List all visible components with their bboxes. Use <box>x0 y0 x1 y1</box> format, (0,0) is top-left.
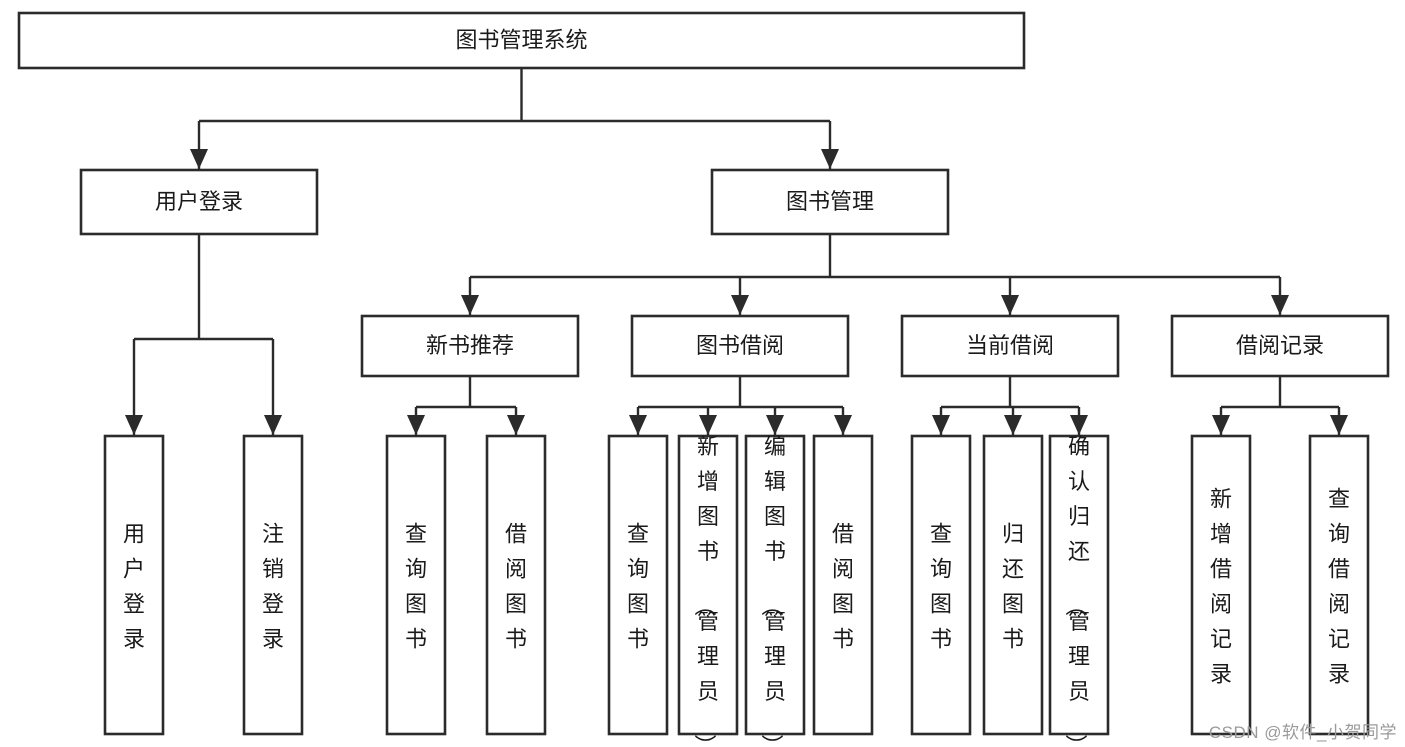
node-label-borrow-record: 借阅记录 <box>1236 333 1324 358</box>
node-box-leaf-return-book[interactable] <box>982 434 1044 736</box>
node-box-current-borrow[interactable] <box>900 314 1120 378</box>
edge-arrowhead <box>1004 415 1022 435</box>
node-box-leaf-user-login[interactable] <box>103 434 165 736</box>
node-label-leaf-query-book-1: 查询图书 <box>405 522 427 652</box>
node-leaf-borrow-book-1[interactable]: 借阅图书 <box>485 434 547 736</box>
node-leaf-confirm-return-admin[interactable]: 确认归还（管理员） <box>1048 434 1110 747</box>
node-book-manage[interactable]: 图书管理 <box>710 168 950 236</box>
node-label-leaf-query-book-3: 查询图书 <box>930 522 952 652</box>
node-box-root[interactable] <box>17 11 1026 70</box>
node-leaf-user-login[interactable]: 用户登录 <box>103 434 165 736</box>
node-box-user-login[interactable] <box>79 168 319 236</box>
node-box-leaf-borrow-book-2[interactable] <box>812 434 874 736</box>
node-user-login[interactable]: 用户登录 <box>79 168 319 236</box>
node-label-book-borrow: 图书借阅 <box>696 333 784 358</box>
edge-arrowhead <box>834 415 852 435</box>
node-leaf-query-borrow-record[interactable]: 查询借阅记录 <box>1308 434 1370 736</box>
edge-arrowhead <box>821 149 839 169</box>
node-label-leaf-user-login: 用户登录 <box>123 522 145 652</box>
edge-arrowhead <box>1212 415 1230 435</box>
node-label-leaf-query-book-2: 查询图书 <box>627 522 649 652</box>
node-label-leaf-return-book: 归还图书 <box>1002 522 1024 652</box>
node-box-borrow-record[interactable] <box>1170 314 1390 378</box>
node-label-leaf-borrow-book-1: 借阅图书 <box>505 522 527 652</box>
node-box-leaf-add-book-admin[interactable] <box>677 434 739 736</box>
node-leaf-return-book[interactable]: 归还图书 <box>982 434 1044 736</box>
node-box-leaf-borrow-book-1[interactable] <box>485 434 547 736</box>
node-box-leaf-confirm-return-admin[interactable] <box>1048 434 1110 736</box>
node-label-leaf-query-borrow-record: 查询借阅记录 <box>1328 487 1350 687</box>
node-label-leaf-user-logout: 注销登录 <box>262 522 284 652</box>
edge-arrowhead <box>629 415 647 435</box>
edge-arrowhead <box>699 415 717 435</box>
node-label-leaf-borrow-book-2: 借阅图书 <box>832 522 854 652</box>
edge-arrowhead <box>1330 415 1348 435</box>
node-label-book-manage: 图书管理 <box>786 189 874 214</box>
edge-arrowhead <box>1070 415 1088 435</box>
node-label-user-login: 用户登录 <box>155 189 243 214</box>
node-label-leaf-add-borrow-record: 新增借阅记录 <box>1210 487 1232 687</box>
edge-arrowhead <box>766 415 784 435</box>
node-label-new-book-recommend: 新书推荐 <box>426 333 514 358</box>
node-box-leaf-query-borrow-record[interactable] <box>1308 434 1370 736</box>
edge-arrowhead <box>264 415 282 435</box>
node-label-root: 图书管理系统 <box>455 27 587 52</box>
edge-arrowhead <box>1001 295 1019 315</box>
edge-arrowhead <box>932 415 950 435</box>
node-box-leaf-edit-book-admin[interactable] <box>744 434 806 736</box>
node-label-leaf-confirm-return-admin: 确认归还（管理员） <box>1063 434 1090 747</box>
node-label-leaf-edit-book-admin: 编辑图书（管理员） <box>759 434 786 747</box>
node-current-borrow[interactable]: 当前借阅 <box>900 314 1120 378</box>
edge-arrowhead <box>461 295 479 315</box>
node-leaf-edit-book-admin[interactable]: 编辑图书（管理员） <box>744 434 806 747</box>
node-box-leaf-query-book-1[interactable] <box>385 434 447 736</box>
node-box-leaf-add-borrow-record[interactable] <box>1190 434 1252 736</box>
node-box-book-borrow[interactable] <box>630 314 850 378</box>
node-box-book-manage[interactable] <box>710 168 950 236</box>
edge-arrowhead <box>731 295 749 315</box>
edge-arrowhead <box>507 415 525 435</box>
node-box-new-book-recommend[interactable] <box>360 314 580 378</box>
edge-arrowhead <box>125 415 143 435</box>
edge-arrowhead <box>1271 295 1289 315</box>
node-leaf-borrow-book-2[interactable]: 借阅图书 <box>812 434 874 736</box>
node-root[interactable]: 图书管理系统 <box>17 11 1026 70</box>
edge-arrowhead <box>407 415 425 435</box>
node-leaf-query-book-1[interactable]: 查询图书 <box>385 434 447 736</box>
node-box-leaf-query-book-3[interactable] <box>910 434 972 736</box>
node-new-book-recommend[interactable]: 新书推荐 <box>360 314 580 378</box>
node-label-leaf-add-book-admin: 新增图书（管理员） <box>692 434 719 747</box>
node-leaf-query-book-2[interactable]: 查询图书 <box>607 434 669 736</box>
node-box-leaf-query-book-2[interactable] <box>607 434 669 736</box>
edge-arrowhead <box>190 149 208 169</box>
node-borrow-record[interactable]: 借阅记录 <box>1170 314 1390 378</box>
node-leaf-add-book-admin[interactable]: 新增图书（管理员） <box>677 434 739 747</box>
node-leaf-user-logout[interactable]: 注销登录 <box>242 434 304 736</box>
node-leaf-add-borrow-record[interactable]: 新增借阅记录 <box>1190 434 1252 736</box>
node-label-current-borrow: 当前借阅 <box>966 333 1054 358</box>
node-leaf-query-book-3[interactable]: 查询图书 <box>910 434 972 736</box>
node-book-borrow[interactable]: 图书借阅 <box>630 314 850 378</box>
node-box-leaf-user-logout[interactable] <box>242 434 304 736</box>
